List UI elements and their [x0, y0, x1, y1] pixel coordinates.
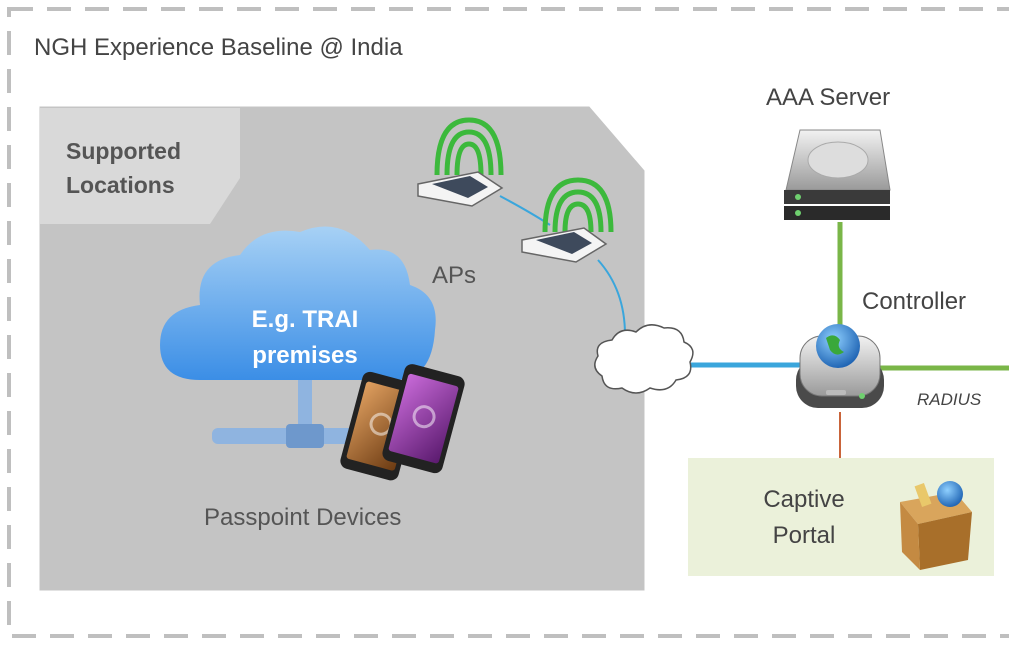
smartphone-icon	[340, 364, 465, 481]
aaa-server-label: AAA Server	[766, 84, 891, 111]
supported-locations-label: Supported Locations	[66, 134, 181, 202]
cloud-label-line-2: premises	[252, 342, 358, 369]
cloud-icon	[160, 226, 436, 380]
network-cloud-icon	[594, 324, 694, 394]
cloud-label: E.g. TRAI premises	[225, 302, 385, 374]
supported-locations-tab	[40, 108, 240, 224]
controller-label: Controller	[862, 288, 967, 315]
server-icon	[784, 129, 891, 220]
captive-portal-label: Captive Portal	[744, 482, 864, 554]
outer-dashed-border	[7, 7, 1009, 638]
controller-icon	[796, 324, 884, 408]
passpoint-devices-label: Passpoint Devices	[204, 504, 402, 531]
wifi-ap-icon	[417, 117, 504, 207]
supported-line-2: Locations	[66, 172, 175, 198]
package-icon	[900, 481, 972, 570]
wifi-ap-icon	[521, 177, 614, 263]
captive-portal-line-2: Portal	[772, 522, 836, 549]
aps-label: APs	[432, 262, 477, 289]
supported-line-1: Supported	[66, 138, 181, 164]
ap-to-cloud-link	[597, 259, 626, 336]
network-base-icon	[212, 380, 392, 448]
captive-portal-line-1: Captive	[763, 486, 845, 513]
radius-label: RADIUS	[917, 390, 982, 409]
cloud-label-line-1: E.g. TRAI	[251, 306, 359, 333]
page-title: NGH Experience Baseline @ India	[34, 34, 403, 61]
